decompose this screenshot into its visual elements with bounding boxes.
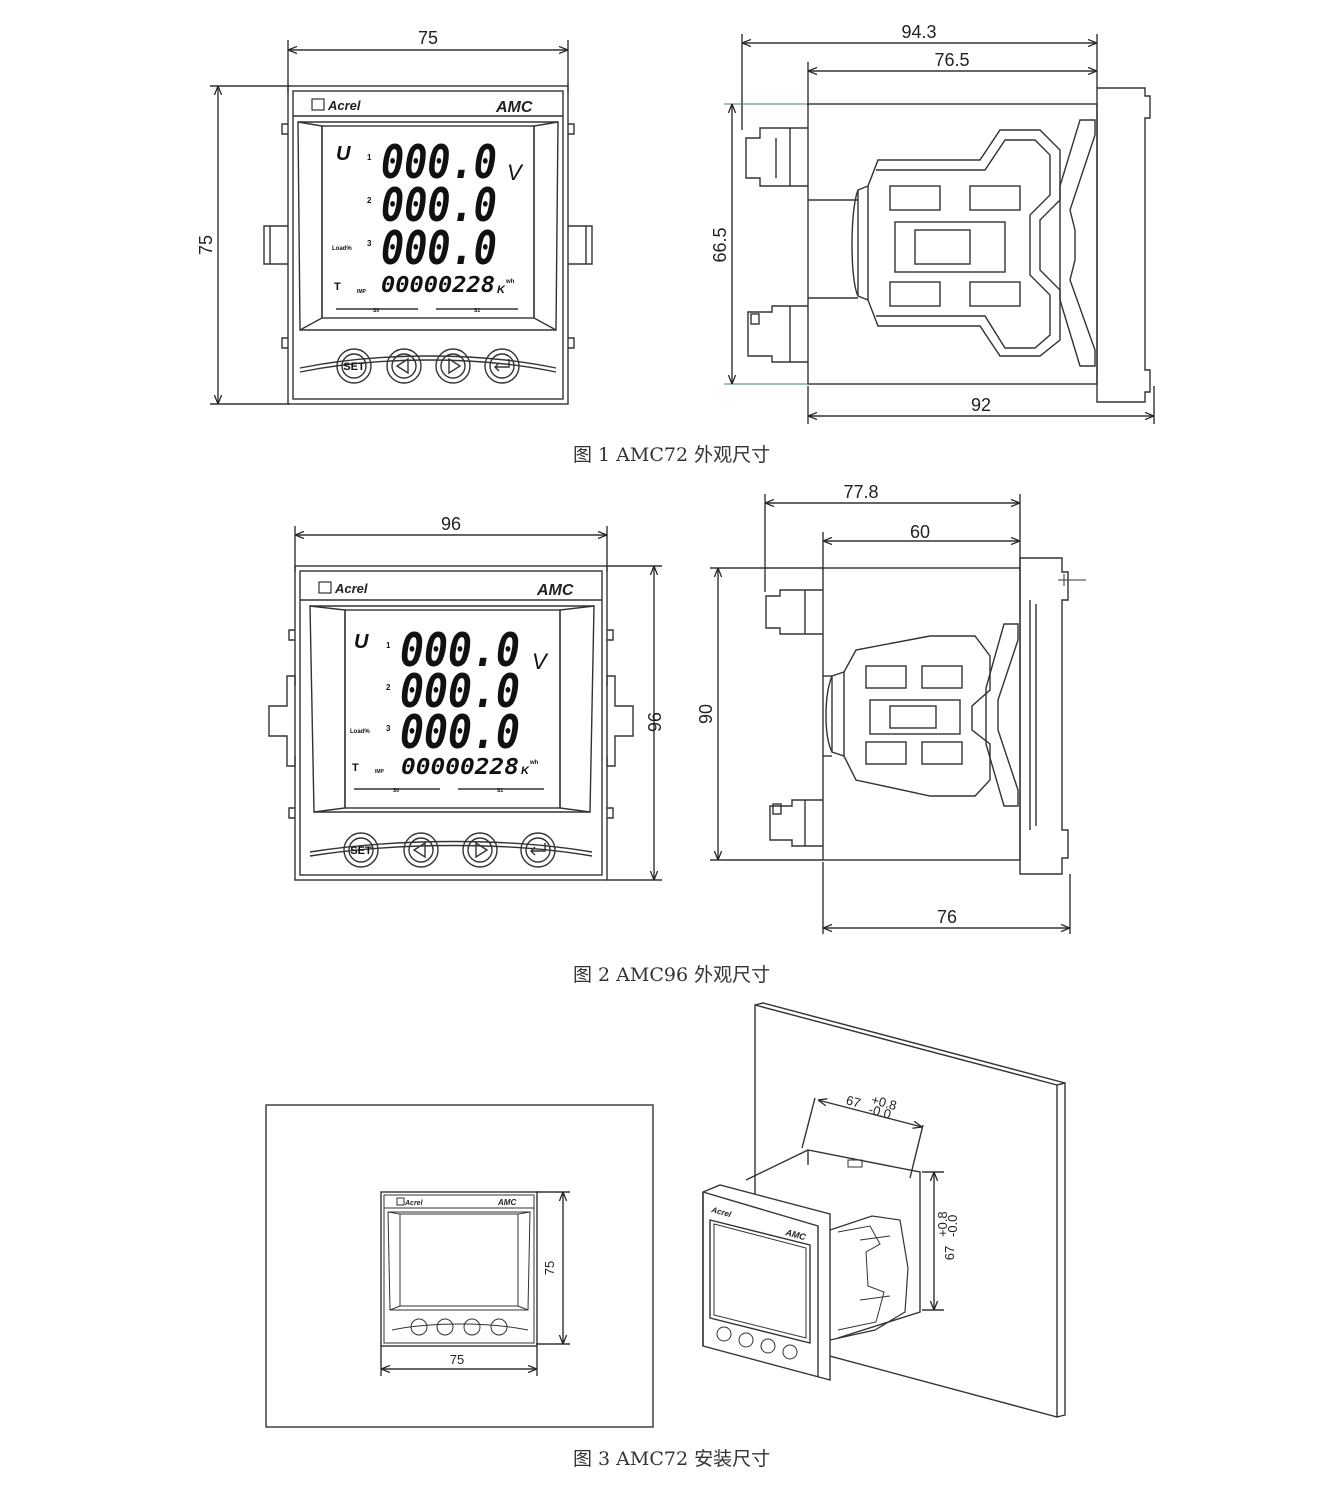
- fig3-front-brand: Acrel: [404, 1200, 424, 1207]
- fig2-energy: 00000228: [401, 755, 519, 780]
- fig3-height-label: 75: [542, 1261, 557, 1275]
- fig2-lcd-row1: 1: [386, 641, 391, 650]
- fig1-lcd-u: U: [336, 143, 351, 165]
- fig2-lcd-imp: IMP: [375, 769, 385, 775]
- fig1-bezel: [1096, 87, 1151, 403]
- fig1-energy-unit-sup: wh: [505, 279, 515, 285]
- fig1-bar-s1: S1: [474, 308, 480, 314]
- fig1-left-button: [386, 348, 422, 384]
- figure1-caption: 图 1 AMC72 外观尺寸: [573, 444, 771, 466]
- fig2-reading-3: 000.0: [400, 705, 520, 759]
- svg-text:+0.8: +0.8: [935, 1211, 950, 1237]
- fig1-bottom-depth-label: 92: [971, 395, 991, 415]
- fig1-overall-depth-label: 94.3: [901, 22, 936, 42]
- fig3-meter-front: [380, 1191, 538, 1347]
- fig1-terminal-icon: [750, 313, 760, 325]
- fig1-reading-3: 000.0: [381, 221, 497, 275]
- fig2-set-button: [343, 832, 379, 868]
- fig1-lcd-load: Load%: [332, 246, 352, 252]
- fig1-energy: 00000228: [381, 273, 495, 298]
- fig2-bottom-depth-label: 76: [937, 907, 957, 927]
- brand-logo-icon: [311, 98, 325, 111]
- fig3-isometric-view: [702, 1002, 1066, 1418]
- svg-text:67: 67: [845, 1092, 863, 1110]
- fig2-width-label: 96: [441, 514, 461, 534]
- fig2-body-depth-label: 60: [910, 522, 930, 542]
- fig1-side-view: [724, 34, 1155, 424]
- fig3-width-label: 75: [450, 1352, 464, 1367]
- fig2-lcd-row3: 3: [386, 724, 391, 733]
- fig1-reading-1: 000.0: [381, 135, 497, 189]
- fig2-right-button: [462, 832, 498, 868]
- fig1-set-label: SET: [343, 361, 365, 373]
- fig2-housing: [822, 567, 1021, 861]
- fig2-left-button: [403, 832, 439, 868]
- fig2-reading-2: 000.0: [400, 664, 520, 718]
- fig2-brand-name: Acrel: [334, 581, 368, 596]
- fig2-bezel: [1019, 557, 1069, 875]
- fig1-bar-s0: S0: [373, 308, 379, 314]
- fig1-panel-height-label: 66.5: [710, 227, 730, 262]
- svg-text:-0.0: -0.0: [945, 1215, 960, 1237]
- fig1-unit-v: V: [507, 160, 524, 185]
- fig2-lcd-u: U: [354, 631, 369, 653]
- fig1-body-depth-label: 76.5: [934, 50, 969, 70]
- fig1-model-name: AMC: [495, 99, 533, 116]
- fig1-lcd-row2: 2: [367, 196, 372, 205]
- fig1-height-label: 75: [196, 235, 216, 255]
- fig1-lcd-t: T: [334, 281, 341, 293]
- figure2-caption: 图 2 AMC96 外观尺寸: [573, 964, 771, 986]
- fig1-meter-body: [287, 85, 569, 405]
- fig2-overall-depth-label: 77.8: [843, 482, 878, 502]
- fig2-terminal-icon: [772, 803, 782, 815]
- fig1-lcd-row1: 1: [367, 153, 372, 162]
- fig1-set-button: [336, 348, 372, 384]
- fig2-lcd-t: T: [352, 762, 359, 774]
- fig2-energy-unit-sup: wh: [529, 760, 539, 766]
- fig2-lcd-load: Load%: [350, 729, 370, 735]
- fig1-front-view: [210, 40, 593, 405]
- fig3-cutout-width-dim: [818, 1100, 922, 1127]
- fig2-front-view: [268, 526, 662, 881]
- fig3-cutout-width-label: 67 +0.8 -0.0: [845, 1092, 899, 1122]
- fig2-unit-v: V: [532, 649, 549, 674]
- fig2-lcd-row2: 2: [386, 683, 391, 692]
- fig1-lcd-row3: 3: [367, 239, 372, 248]
- fig1-right-button: [435, 348, 471, 384]
- svg-text:-0.0: -0.0: [867, 1102, 893, 1122]
- fig1-width-label: 75: [418, 28, 438, 48]
- fig2-panel-height-label: 90: [696, 704, 716, 724]
- fig2-reading-1: 000.0: [400, 623, 520, 677]
- fig2-bar-s0: S0: [393, 788, 399, 794]
- fig1-lcd-imp: IMP: [357, 289, 367, 295]
- fig3-panel-front: [265, 1104, 654, 1428]
- fig2-model-name: AMC: [536, 582, 574, 599]
- fig3-front-model: AMC: [497, 1198, 516, 1207]
- fig2-bar-s1: S1: [497, 788, 503, 794]
- fig2-height-label: 96: [644, 712, 664, 732]
- fig2-side-view: [710, 494, 1086, 934]
- fig1-reading-2: 000.0: [381, 178, 497, 232]
- fig2-set-label: SET: [350, 845, 372, 857]
- fig2-enter-button: [520, 832, 556, 868]
- fig1-enter-button: [484, 348, 520, 384]
- fig3-cutout-height-label: 67 +0.8 -0.0: [935, 1211, 960, 1260]
- svg-text:+0.8: +0.8: [870, 1092, 899, 1113]
- figure3-caption: 图 3 AMC72 安装尺寸: [573, 1448, 771, 1470]
- brand-logo-icon: [396, 1197, 405, 1206]
- fig1-brand-name: Acrel: [327, 98, 361, 113]
- svg-text:67: 67: [942, 1246, 957, 1260]
- fig1-energy-unit: K: [497, 284, 506, 296]
- fig2-meter-body: [294, 565, 608, 881]
- fig3-mounting-panel: [265, 1104, 654, 1428]
- brand-logo-icon: [318, 581, 332, 594]
- fig2-energy-unit: K: [521, 765, 530, 777]
